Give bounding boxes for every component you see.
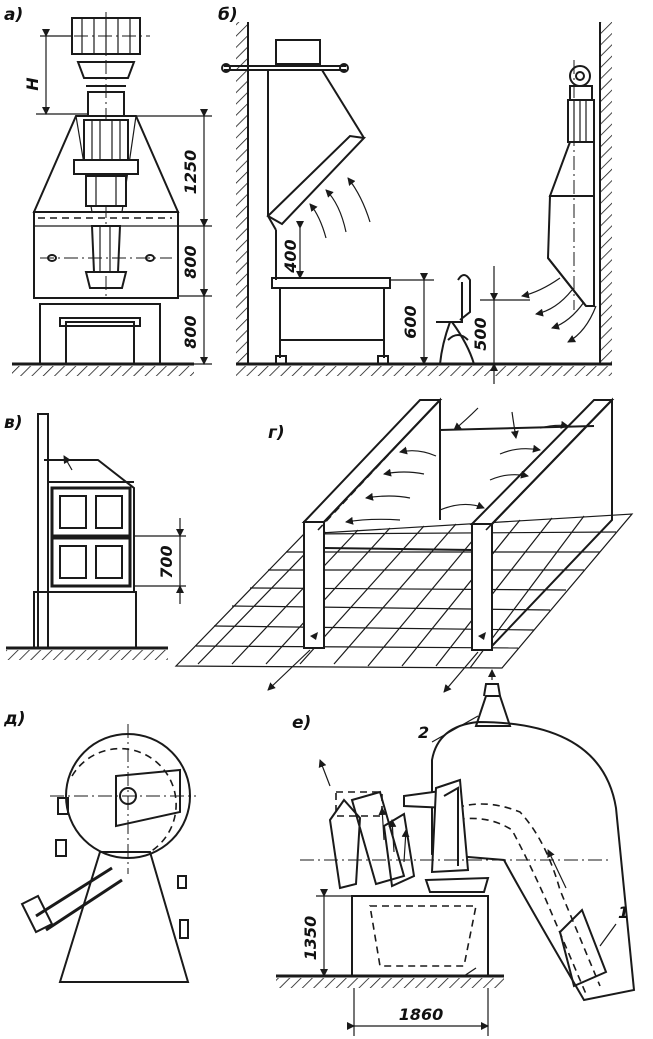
dimension-600: 600: [401, 305, 420, 338]
panel-label-d: д): [3, 709, 26, 729]
dimension-700: 700: [157, 545, 176, 578]
dimension-400: 400: [281, 239, 300, 273]
panel-label-a: а): [4, 5, 23, 25]
panel-d: д): [3, 709, 196, 983]
panel-v: в) 700: [4, 413, 186, 660]
panel-g: г): [174, 397, 634, 693]
callout-1: 1: [618, 903, 629, 922]
dimension-800-bottom: 800: [181, 315, 200, 348]
dimension-h: H: [23, 77, 42, 91]
callout-2: 2: [418, 723, 429, 742]
dimension-1350: 1350: [301, 916, 320, 961]
panel-label-e: е): [292, 713, 311, 733]
dimension-1250: 1250: [181, 150, 200, 195]
panel-b: б) 400 600: [218, 5, 612, 384]
dimension-1860: 1860: [399, 1005, 444, 1024]
dimension-800-top: 800: [181, 245, 200, 278]
panel-label-g: г): [268, 423, 285, 443]
dimension-500: 500: [471, 317, 490, 350]
panel-label-v: в): [4, 413, 23, 433]
panel-a: а): [4, 5, 212, 376]
panel-e: е) 2 1: [276, 669, 636, 1036]
panel-label-b: б): [218, 5, 238, 25]
